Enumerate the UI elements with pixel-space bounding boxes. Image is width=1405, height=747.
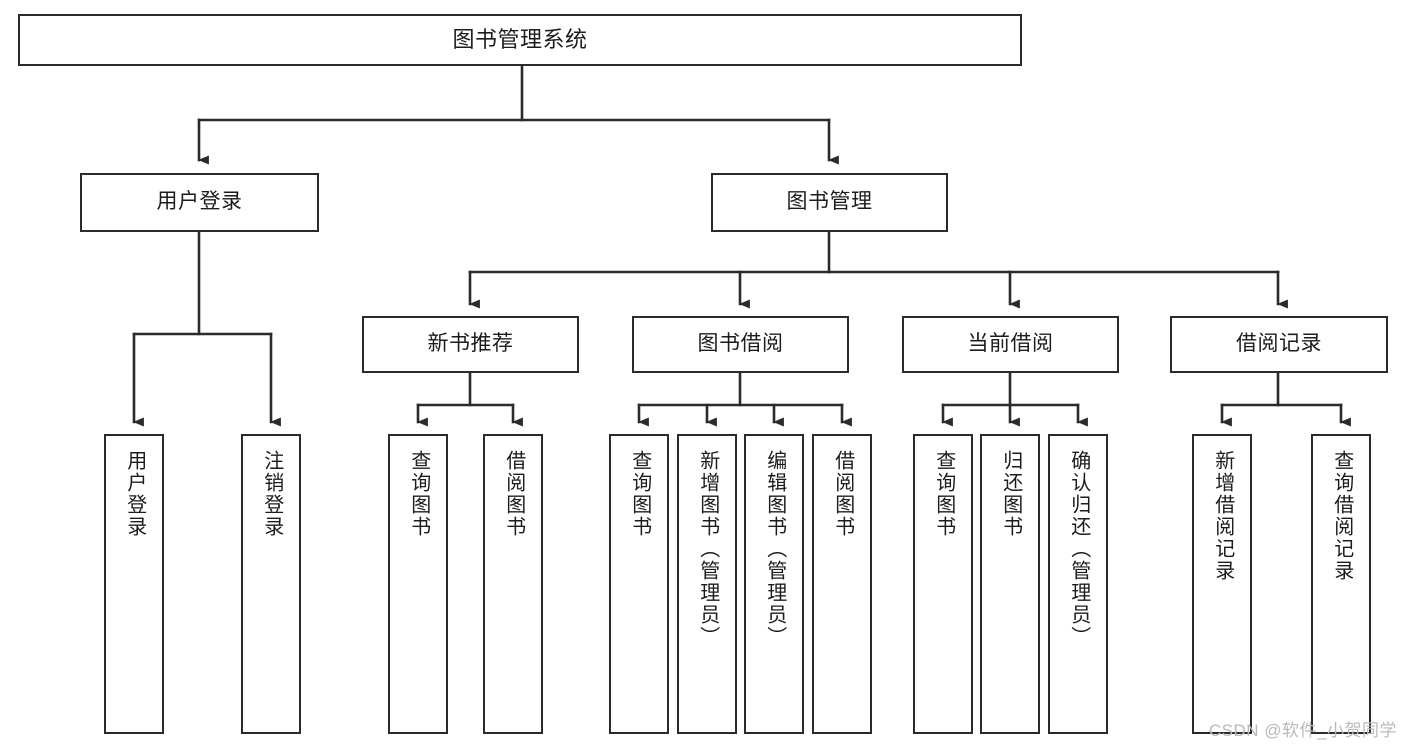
- leaf-edit-book[interactable]: 编辑图书（管理员）: [744, 434, 804, 734]
- leaf-borrow-book-1-label: 借阅图书: [502, 450, 525, 538]
- node-new-book-rec[interactable]: 新书推荐: [362, 316, 579, 373]
- node-root-label: 图书管理系统: [452, 27, 588, 53]
- node-book-borrow[interactable]: 图书借阅: [632, 316, 849, 373]
- leaf-return-book[interactable]: 归还图书: [980, 434, 1040, 734]
- leaf-add-book-label: 新增图书（管理员）: [696, 450, 719, 648]
- node-user-login[interactable]: 用户登录: [80, 173, 319, 232]
- node-borrow-record-label: 借阅记录: [1236, 332, 1322, 356]
- leaf-add-record[interactable]: 新增借阅记录: [1192, 434, 1252, 734]
- leaf-add-record-label: 新增借阅记录: [1211, 450, 1234, 582]
- leaf-add-book[interactable]: 新增图书（管理员）: [677, 434, 737, 734]
- leaf-return-book-label: 归还图书: [999, 450, 1022, 538]
- leaf-query-book-1-label: 查询图书: [407, 450, 430, 538]
- leaf-user-login-label: 用户登录: [123, 450, 146, 538]
- node-user-login-label: 用户登录: [156, 190, 243, 214]
- leaf-borrow-book-1[interactable]: 借阅图书: [483, 434, 543, 734]
- leaf-borrow-book-2[interactable]: 借阅图书: [812, 434, 872, 734]
- leaf-query-record-label: 查询借阅记录: [1330, 450, 1353, 582]
- leaf-confirm-return-label: 确认归还（管理员）: [1067, 450, 1090, 648]
- leaf-query-book-2[interactable]: 查询图书: [609, 434, 669, 734]
- leaf-query-book-2-label: 查询图书: [628, 450, 651, 538]
- watermark-text: CSDN @软件_小贺同学: [1208, 721, 1397, 740]
- node-current-borrow-label: 当前借阅: [967, 332, 1054, 356]
- leaf-query-book-3[interactable]: 查询图书: [913, 434, 973, 734]
- leaf-logout-login-label: 注销登录: [260, 450, 283, 538]
- leaf-logout-login[interactable]: 注销登录: [241, 434, 301, 734]
- leaf-confirm-return[interactable]: 确认归还（管理员）: [1048, 434, 1108, 734]
- node-book-manage-label: 图书管理: [786, 190, 873, 214]
- leaf-query-book-3-label: 查询图书: [932, 450, 955, 538]
- node-book-borrow-label: 图书借阅: [697, 332, 784, 356]
- leaf-user-login[interactable]: 用户登录: [104, 434, 164, 734]
- leaf-edit-book-label: 编辑图书（管理员）: [763, 450, 786, 648]
- node-book-manage[interactable]: 图书管理: [711, 173, 948, 232]
- node-borrow-record[interactable]: 借阅记录: [1170, 316, 1388, 373]
- node-new-book-rec-label: 新书推荐: [427, 332, 514, 356]
- node-current-borrow[interactable]: 当前借阅: [902, 316, 1119, 373]
- leaf-query-record[interactable]: 查询借阅记录: [1311, 434, 1371, 734]
- leaf-query-book-1[interactable]: 查询图书: [388, 434, 448, 734]
- leaf-borrow-book-2-label: 借阅图书: [831, 450, 854, 538]
- node-root[interactable]: 图书管理系统: [18, 14, 1022, 66]
